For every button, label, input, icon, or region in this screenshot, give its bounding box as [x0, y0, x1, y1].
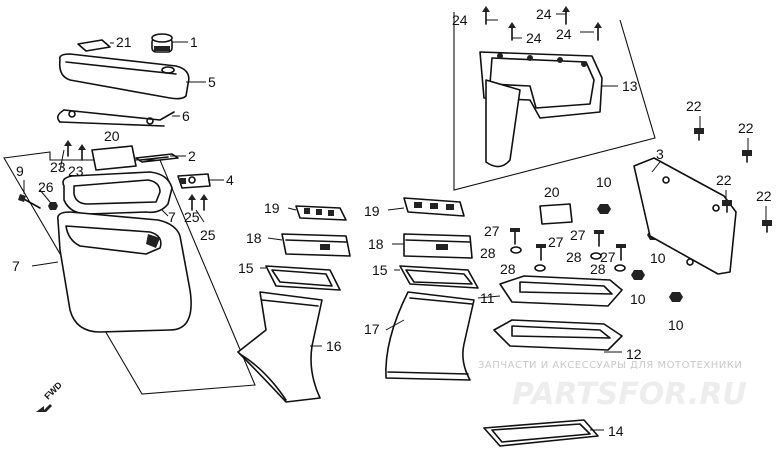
part-19-bracket-right	[403, 197, 465, 217]
part-12-box	[493, 319, 623, 351]
part-9-bolt	[18, 194, 41, 209]
callout-22-b: 22	[738, 120, 754, 136]
callout-4: 4	[226, 172, 234, 188]
callout-19-left: 19	[264, 200, 280, 216]
part-20-plate-right	[539, 203, 573, 225]
part-5-cover-panel	[58, 53, 190, 100]
callout-20-left: 20	[104, 128, 120, 144]
part-18-housing-left	[281, 233, 351, 257]
callout-16: 16	[326, 338, 342, 354]
callout-17: 17	[364, 321, 380, 337]
callouts: 21 1 5 6 20 2 23 23 9 26 4 7 25 25 7 19 …	[12, 6, 772, 439]
part-18-housing-right	[403, 233, 473, 259]
callout-3: 3	[656, 146, 664, 162]
callout-5: 5	[208, 74, 216, 90]
callout-19-right: 19	[364, 203, 380, 219]
callout-10-b: 10	[650, 250, 666, 266]
callout-1: 1	[190, 34, 198, 50]
callout-18-right: 18	[368, 236, 384, 252]
part-19-bracket-left	[295, 205, 347, 221]
callout-27-d: 27	[600, 249, 616, 265]
callout-11: 11	[480, 290, 495, 306]
part-6-bracket-bar	[56, 109, 175, 127]
part-28-washers	[510, 246, 626, 272]
callout-24-c: 24	[536, 6, 552, 22]
part-26-nut	[48, 202, 58, 210]
part-22-bolts	[694, 128, 772, 233]
callout-28-b: 28	[566, 249, 582, 265]
part-7-side-cover	[56, 211, 192, 333]
callout-2: 2	[188, 148, 196, 164]
leader-lines	[23, 13, 767, 431]
callout-22-c: 22	[716, 172, 732, 188]
callout-15-right: 15	[372, 262, 388, 278]
callout-20-right: 20	[544, 184, 560, 200]
part-14-gasket-frame	[483, 419, 599, 447]
callout-26: 26	[38, 179, 54, 195]
part-3-side-panel	[633, 157, 737, 275]
callout-24-b: 24	[526, 30, 542, 46]
part-15-gasket-right	[399, 265, 479, 289]
part-2-clip	[135, 153, 179, 163]
callout-23-a: 23	[50, 159, 66, 175]
part-27-screws	[510, 228, 626, 261]
callout-10-d: 10	[668, 317, 684, 333]
callout-27-a: 27	[484, 223, 500, 239]
part-15-gasket-left	[265, 265, 341, 291]
part-20-plate-left	[91, 145, 137, 171]
callout-7: 7	[12, 258, 20, 274]
fwd-direction-indicator: FWD	[36, 379, 64, 412]
part-11-base-plate	[499, 275, 623, 307]
callout-24-a: 24	[452, 12, 468, 28]
watermark: ЗАПЧАСТИ И АКСЕССУАРЫ ДЛЯ МОТОТЕХНИКИ PA…	[478, 360, 747, 412]
watermark-brand: PARTSFOR.RU	[512, 377, 747, 412]
part-21-label-plate	[77, 39, 111, 52]
callout-10-c: 10	[630, 291, 646, 307]
callout-23-b: 23	[68, 163, 84, 179]
right-assembly-frame	[453, 12, 656, 191]
part-17-duct-right	[385, 291, 475, 381]
callout-8: 7	[168, 209, 176, 225]
callout-13: 13	[622, 78, 638, 94]
part-1-cap	[151, 33, 173, 53]
callout-10-a: 10	[596, 174, 612, 190]
callout-25-b: 25	[200, 227, 216, 243]
watermark-caption: ЗАПЧАСТИ И АКСЕССУАРЫ ДЛЯ МОТОТЕХНИКИ	[478, 360, 742, 371]
callout-15-left: 15	[238, 260, 254, 276]
fwd-label: FWD	[42, 379, 64, 401]
callout-12: 12	[626, 346, 642, 362]
callout-6: 6	[182, 108, 190, 124]
callout-24-d: 24	[556, 26, 572, 42]
callout-27-b: 27	[548, 234, 564, 250]
callout-28-d: 28	[590, 261, 606, 277]
part-16-duct-left	[237, 291, 323, 403]
callout-28-c: 28	[500, 261, 516, 277]
callout-9: 9	[16, 163, 24, 179]
callout-28-a: 28	[480, 245, 496, 261]
callout-22-d: 22	[756, 188, 772, 204]
part-4-latch	[177, 173, 211, 189]
part-13-battery-box	[479, 51, 603, 168]
callout-25-a: 25	[184, 209, 200, 225]
callout-18-left: 18	[246, 230, 262, 246]
callout-14: 14	[608, 423, 624, 439]
part-25-screws	[188, 194, 208, 211]
part-23-screws	[64, 140, 86, 161]
callout-27-c: 27	[570, 227, 586, 243]
callout-21: 21	[116, 34, 132, 50]
callout-22-a: 22	[686, 98, 702, 114]
